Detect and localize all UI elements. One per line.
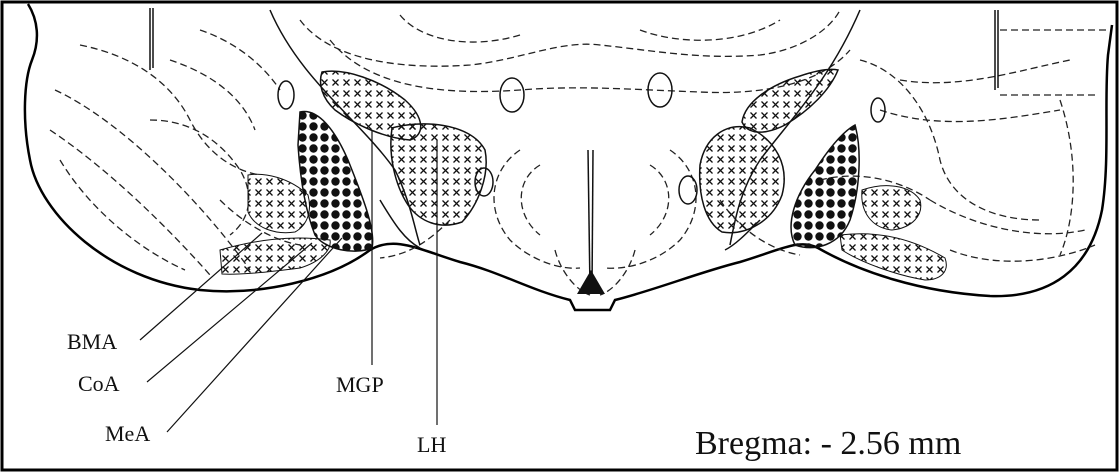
brain-outline xyxy=(25,4,1112,310)
lh-right-region xyxy=(700,127,784,233)
label-mea: MeA xyxy=(105,421,150,446)
lh-left-region xyxy=(391,124,486,225)
dashed-regions xyxy=(50,10,1110,295)
bregma-caption: Bregma: - 2.56 mm xyxy=(695,425,961,462)
bma-right-region xyxy=(862,186,921,230)
third-ventricle-marker xyxy=(577,270,605,294)
label-lh: LH xyxy=(417,432,446,457)
coa-right-region xyxy=(840,234,946,280)
mea-left-region xyxy=(298,112,373,252)
bma-left-region xyxy=(248,174,309,232)
label-bma: BMA xyxy=(67,329,117,354)
mea-right-region xyxy=(791,125,859,248)
label-coa: CoA xyxy=(78,371,120,396)
label-mgp: MGP xyxy=(336,372,384,397)
mgp-right-region xyxy=(742,69,838,132)
leader-lines xyxy=(140,130,437,432)
